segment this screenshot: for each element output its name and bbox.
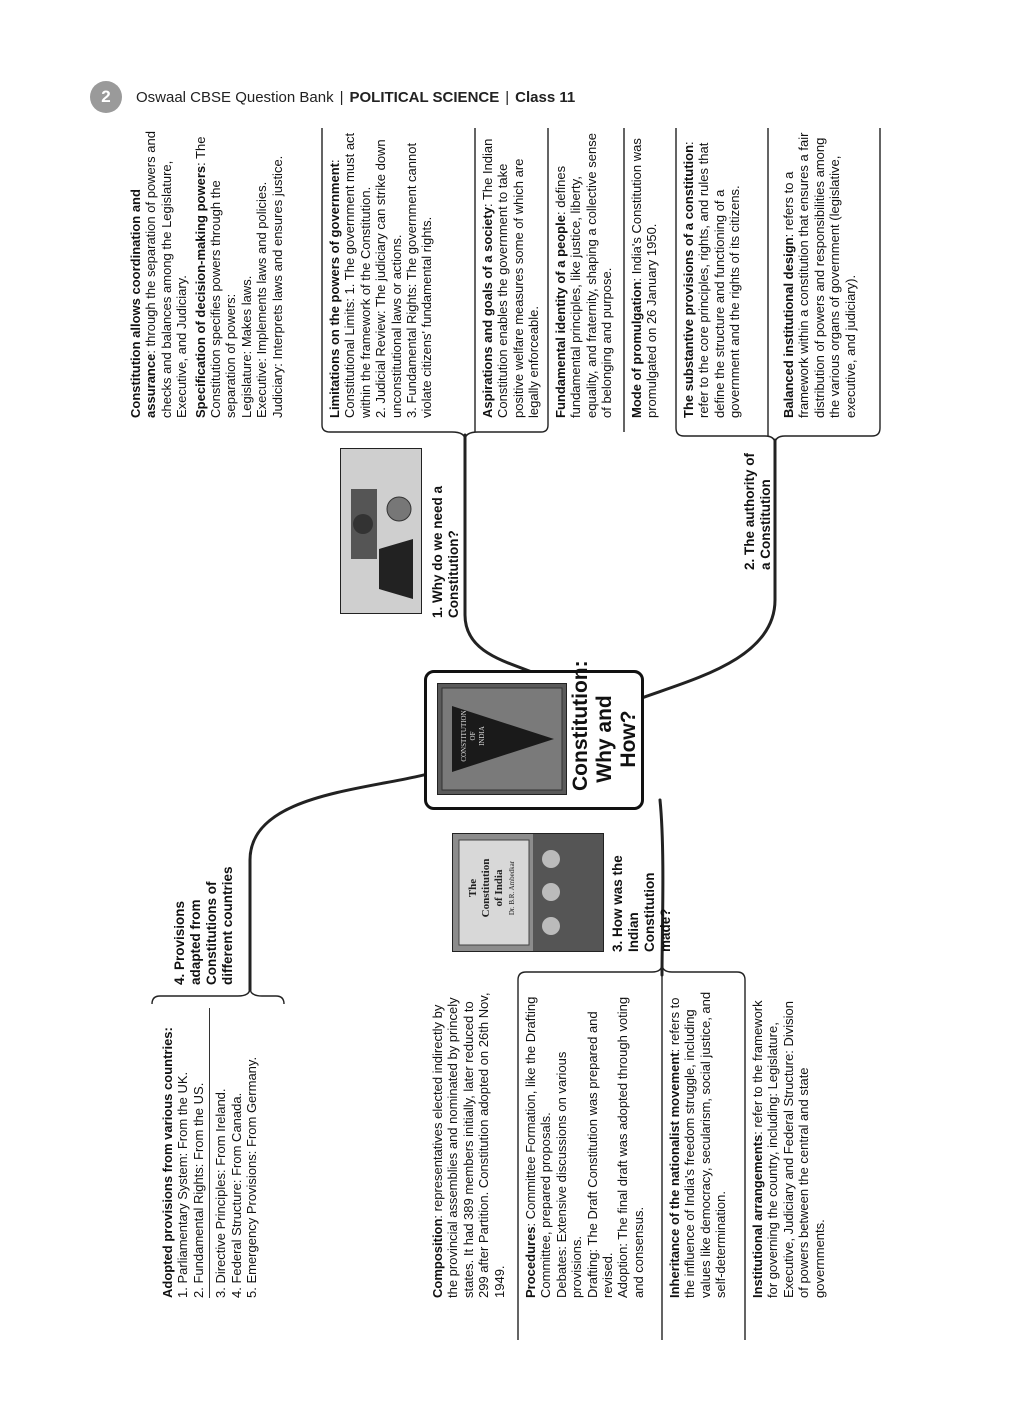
branch-label-why: 1. Why do we need a Constitution?	[430, 478, 462, 618]
note-procedures-item-1: Debates: Extensive discussions on variou…	[554, 988, 585, 1298]
book-cover-line3: INDIA	[478, 706, 487, 766]
note-provisions-divider	[209, 1008, 210, 1298]
notes-how-institutional: Institutional arrangements: refer to the…	[750, 988, 827, 1298]
note-provisions-item-2: 2. Fundamental Rights: From the US.	[191, 1008, 206, 1298]
book-cover-graphic	[438, 684, 566, 794]
note-institutional: Institutional arrangements: refer to the…	[750, 988, 827, 1298]
ambedkar-constitution-image: The Constitution of India Dr. B.R. Ambed…	[452, 833, 604, 952]
note-provisions-item-3: 3. Directive Principles: From Ireland.	[213, 1008, 228, 1298]
note-coordination: Constitution allows coordination and ass…	[128, 128, 190, 418]
branch-label-how: 3. How was the Indian Constitution made?	[610, 842, 674, 952]
note-limitations-item-1: Constitutional Limits: 1. The government…	[342, 128, 373, 418]
ambedkar-book-title: The Constitution of India Dr. B.R. Ambed…	[467, 838, 519, 938]
parliament-image	[340, 448, 422, 614]
book2-author: Dr. B.R. Ambedkar	[506, 838, 519, 938]
notes-why-identity: Fundamental identity of a people: define…	[553, 128, 615, 418]
note-limitations: Limitations on the powers of government:	[327, 128, 342, 418]
note-provisions-item-4: 4. Federal Structure: From Canada.	[229, 1008, 244, 1298]
parliament-graphic	[341, 449, 421, 613]
note-decision-item-2: Executive: Implements laws and policies.	[254, 128, 269, 418]
note-substantive: The substantive provisions of a constitu…	[681, 128, 743, 418]
brace-authority	[676, 428, 880, 444]
notes-provisions: Adopted provisions from various countrie…	[160, 1008, 259, 1298]
note-decision-item-1: Legislature: Makes laws.	[239, 128, 254, 418]
connector-to-provisions	[250, 770, 442, 990]
note-limitations-item-2: 2. Judicial Review: The judiciary can st…	[373, 128, 404, 418]
note-provisions-item-1: 1. Parliamentary System: From the UK.	[175, 1008, 190, 1298]
branch-label-authority: 2. The authority of a Constitution	[742, 450, 774, 570]
notes-authority-promulgation: Mode of promulgation: India's Constituti…	[629, 128, 660, 418]
note-composition: Composition: representatives elected ind…	[430, 988, 507, 1298]
notes-authority-balanced: Balanced institutional design: refers to…	[781, 128, 858, 418]
notes-why-top: Constitution allows coordination and ass…	[128, 128, 285, 418]
brace-why	[322, 425, 548, 440]
note-provisions-item-5: 5. Emergency Provisions: From Germany.	[244, 1008, 259, 1298]
book-cover-line2: OF	[469, 706, 478, 766]
book2-title3: of India	[493, 838, 506, 938]
book-cover-text: CONSTITUTION OF INDIA	[460, 706, 487, 766]
note-promulgation: Mode of promulgation: India's Constituti…	[629, 128, 660, 418]
notes-why-aspirations: Aspirations and goals of a society: The …	[480, 128, 542, 418]
book2-title2: Constitution	[480, 838, 493, 938]
notes-why-limitations: Limitations on the powers of government:…	[327, 128, 435, 418]
connector-to-why	[465, 435, 532, 672]
notes-how-composition: Composition: representatives elected ind…	[430, 988, 507, 1298]
central-topic-box: CONSTITUTION OF INDIA Constitution: Why …	[424, 670, 644, 810]
note-procedures-item-2: Drafting: The Draft Constitution was pre…	[585, 988, 616, 1298]
note-decision: Specification of decision-making powers:…	[193, 128, 239, 418]
note-procedures: Procedures: Committee Formation, like th…	[523, 988, 554, 1298]
book-cover-line1: CONSTITUTION	[460, 706, 469, 766]
brace-provisions	[152, 988, 284, 1004]
notes-how-inheritance: Inheritance of the nationalist movement:…	[667, 988, 729, 1298]
central-topic-title: Constitution: Why and How?	[569, 687, 641, 791]
note-limitations-item-3: 3. Fundamental Rights: The government ca…	[404, 128, 435, 418]
notes-how-procedures: Procedures: Committee Formation, like th…	[523, 988, 646, 1298]
note-identity: Fundamental identity of a people: define…	[553, 128, 615, 418]
notes-authority-substantive: The substantive provisions of a constitu…	[681, 128, 743, 418]
branch-label-provisions: 4. Provisions adapted from Constitutions…	[172, 855, 236, 985]
note-aspirations: Aspirations and goals of a society: The …	[480, 128, 542, 418]
constitution-book-image: CONSTITUTION OF INDIA	[437, 683, 567, 795]
brace-how	[518, 964, 745, 980]
note-procedures-item-3: Adoption: The final draft was adopted th…	[615, 988, 646, 1298]
book2-title1: The	[467, 838, 480, 938]
note-inheritance: Inheritance of the nationalist movement:…	[667, 988, 729, 1298]
note-decision-item-3: Judiciary: Interprets laws and ensures j…	[270, 128, 285, 418]
note-provisions-title: Adopted provisions from various countrie…	[160, 1008, 175, 1298]
note-balanced: Balanced institutional design: refers to…	[781, 128, 858, 418]
